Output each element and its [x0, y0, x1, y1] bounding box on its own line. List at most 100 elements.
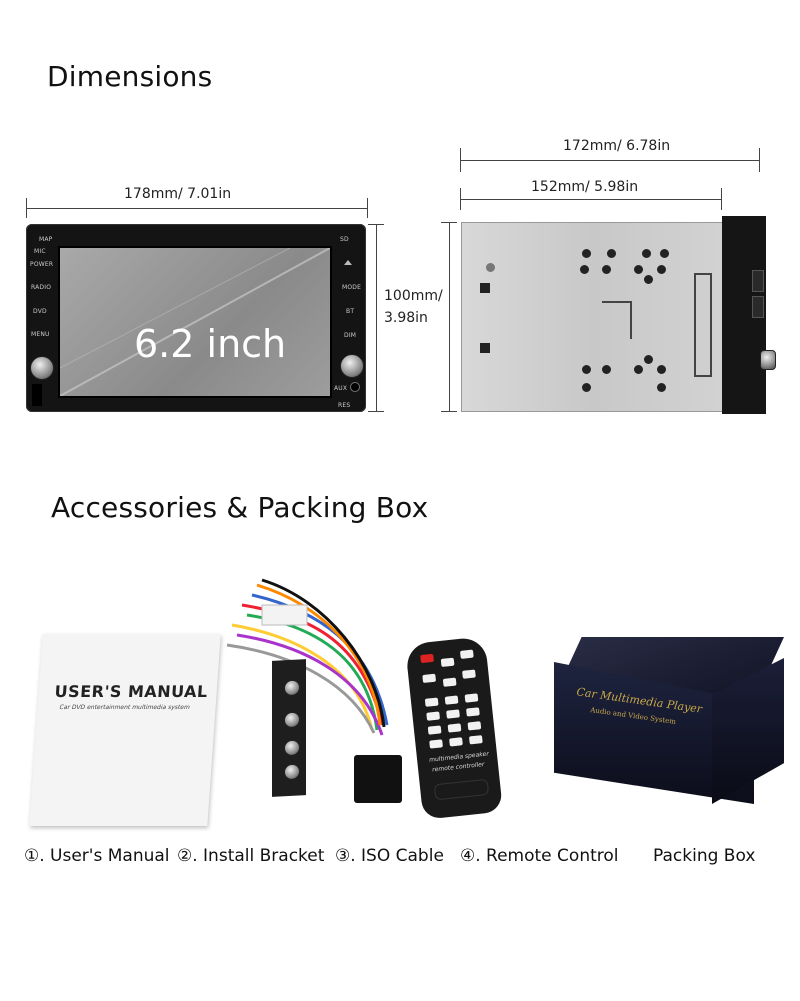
- btn-power[interactable]: POWER: [30, 261, 54, 268]
- remote-key: [466, 707, 480, 717]
- mount-hole: [644, 355, 653, 364]
- iso-cable: [226, 578, 402, 803]
- faceplate-side: [722, 216, 776, 414]
- dimensions-heading: Dimensions: [47, 60, 213, 93]
- front-height-label-2: 3.98in: [384, 310, 428, 326]
- remote-key: [422, 673, 437, 683]
- side-total-line: [460, 160, 760, 161]
- front-height-label-1: 100mm/: [384, 288, 443, 304]
- side-total-label: 172mm/ 6.78in: [563, 138, 671, 154]
- front-height-tick-bottom: [368, 411, 384, 412]
- mount-hole: [582, 365, 591, 374]
- head-unit-front: 6.2 inch MAP MIC POWER RADIO DVD MENU SD…: [26, 224, 366, 412]
- remote-key: [444, 695, 459, 705]
- front-width-tick-left: [26, 198, 27, 218]
- screen-glare: [60, 248, 330, 396]
- bracket-screw: [284, 679, 300, 697]
- mount-hole: [486, 263, 495, 272]
- chassis-body: [461, 222, 725, 412]
- btn-bt[interactable]: BT: [346, 308, 355, 315]
- accessories-heading: Accessories & Packing Box: [51, 491, 429, 524]
- manual-title: USER'S MANUAL: [54, 682, 209, 701]
- mount-hole: [657, 365, 666, 374]
- btn-radio[interactable]: RADIO: [31, 284, 52, 291]
- mount-hole: [582, 249, 591, 258]
- mount-hole: [582, 383, 591, 392]
- remote-key: [427, 725, 442, 735]
- bracket-slot: [32, 384, 42, 406]
- mount-hole: [634, 365, 643, 374]
- tune-knob[interactable]: [340, 354, 364, 378]
- volume-knob[interactable]: [30, 356, 54, 380]
- mount-hole: [580, 265, 589, 274]
- res-label: RES: [338, 402, 351, 409]
- mount-hole: [660, 249, 669, 258]
- mount-hole: [642, 249, 651, 258]
- screen-size-text: 6.2 inch: [134, 322, 287, 366]
- remote-key: [468, 735, 483, 745]
- eject-icon[interactable]: [344, 260, 352, 265]
- side-chassis-label: 152mm/ 5.98in: [531, 179, 639, 195]
- remote-key: [467, 721, 482, 731]
- side-total-tick-left: [460, 148, 461, 172]
- manual-subtitle: Car DVD entertainment multimedia system: [59, 704, 191, 711]
- caption-users-manual: ①. User's Manual: [24, 846, 170, 866]
- remote-power-key: [420, 653, 434, 664]
- mount-hole: [644, 275, 653, 284]
- front-width-line: [26, 208, 368, 209]
- caption-packing-box: Packing Box: [653, 846, 756, 866]
- remote-battery-cover: [433, 778, 490, 801]
- btn-mode[interactable]: MODE: [342, 284, 362, 291]
- btn-menu[interactable]: MENU: [31, 331, 50, 338]
- front-width-tick-right: [367, 198, 368, 218]
- remote-key: [429, 739, 443, 749]
- side-chassis-line: [460, 199, 722, 200]
- caption-install-bracket: ②. Install Bracket: [177, 846, 325, 866]
- remote-key: [447, 723, 462, 733]
- btn-dim[interactable]: DIM: [344, 332, 357, 339]
- remote-key: [442, 677, 457, 687]
- bracket-screw: [284, 711, 300, 729]
- remote-text-2: remote controller: [431, 761, 485, 774]
- remote-control: multimedia speaker remote controller: [405, 636, 503, 820]
- aux-port[interactable]: [350, 382, 360, 392]
- side-height-line: [449, 222, 450, 412]
- caption-iso-cable: ③. ISO Cable: [335, 846, 444, 866]
- side-button: [752, 270, 764, 292]
- bracket-screw: [284, 739, 300, 757]
- btn-mic: MIC: [34, 248, 46, 255]
- users-manual: USER'S MANUAL Car DVD entertainment mult…: [29, 634, 221, 826]
- btn-map[interactable]: MAP: [39, 236, 53, 243]
- head-unit-screen: 6.2 inch: [58, 246, 332, 398]
- btn-dvd[interactable]: DVD: [33, 308, 47, 315]
- side-button: [752, 296, 764, 318]
- front-height-tick-top: [368, 224, 384, 225]
- aux-label: AUX: [334, 385, 348, 392]
- mount-hole: [602, 365, 611, 374]
- caption-remote-control: ④. Remote Control: [460, 846, 619, 866]
- remote-key: [424, 697, 439, 707]
- remote-key: [426, 711, 441, 721]
- side-chassis-tick-left: [460, 188, 461, 210]
- mount-hole: [602, 265, 611, 274]
- remote-key: [449, 737, 463, 747]
- mount-hole: [657, 383, 666, 392]
- front-height-line: [376, 224, 377, 412]
- mount-hole: [657, 265, 666, 274]
- install-bracket: [272, 659, 306, 797]
- mount-hole: [634, 265, 643, 274]
- side-knob: [760, 350, 776, 370]
- bracket-screw: [284, 763, 300, 781]
- mount-hole: [607, 249, 616, 258]
- remote-key: [459, 649, 474, 659]
- vent-square: [480, 283, 490, 293]
- remote-key: [464, 693, 479, 703]
- vent-square: [480, 343, 490, 353]
- btn-sd[interactable]: SD: [340, 236, 349, 243]
- side-height-tick-top: [441, 222, 457, 223]
- remote-key: [446, 709, 460, 719]
- side-total-tick-right: [759, 148, 760, 172]
- remote-key: [462, 669, 476, 679]
- front-width-label: 178mm/ 7.01in: [124, 186, 232, 202]
- side-height-tick-bottom: [441, 411, 457, 412]
